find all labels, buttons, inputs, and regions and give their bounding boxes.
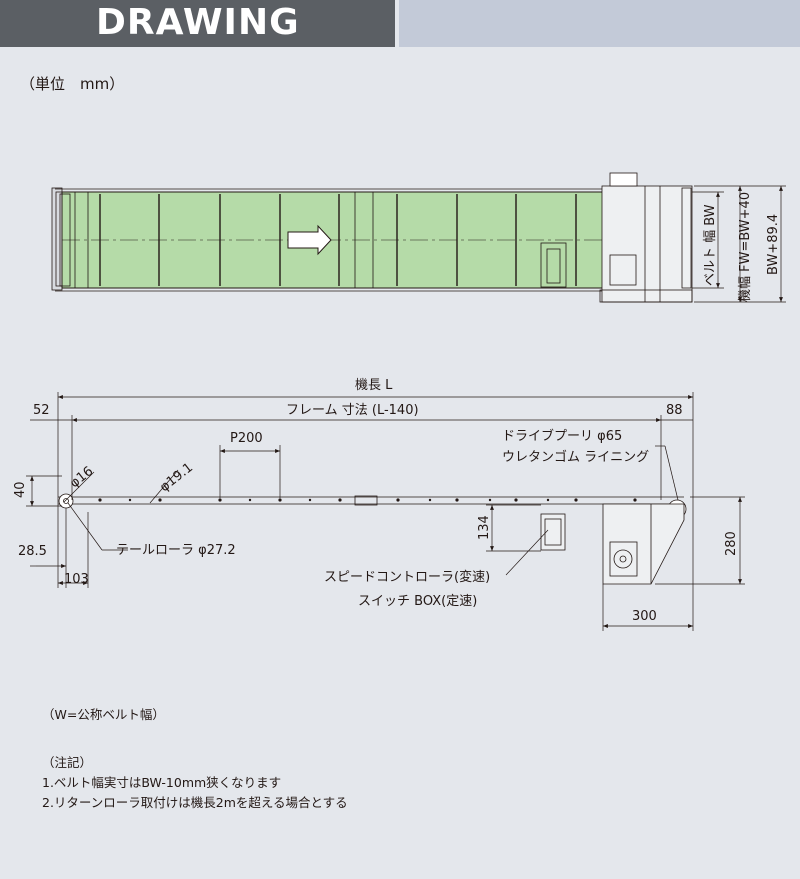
frame-width-label: 機幅 FW=BW+40 xyxy=(738,192,753,302)
header-light-bar xyxy=(399,0,800,47)
tail-roller-label: テールローラ φ27.2 xyxy=(116,543,236,558)
overall-width-label: BW+89.4 xyxy=(766,214,781,275)
frame-length-label: フレーム 寸法 (L-140) xyxy=(286,403,419,418)
top-view-dimensions xyxy=(692,185,786,303)
drive-unit-top xyxy=(601,185,693,303)
length-label: 機長 L xyxy=(355,378,393,393)
belt-width-label: ベルト 幅 BW xyxy=(703,204,718,286)
dim-103: 103 xyxy=(64,572,89,587)
pitch-label: P200 xyxy=(230,431,263,446)
speed-controller-box xyxy=(540,513,566,551)
dim-300: 300 xyxy=(632,609,657,624)
speed-controller-label: スピードコントローラ(変速) xyxy=(324,569,490,585)
top-view xyxy=(51,172,693,303)
side-view-dimensions xyxy=(26,392,745,631)
width-definition-note: （W=公称ベルト幅） xyxy=(42,707,165,722)
header-title: DRAWING xyxy=(96,2,300,43)
note-1: 1.ベルト幅実寸はBW-10mm狭くなります xyxy=(42,775,282,790)
section-header: DRAWING xyxy=(0,0,800,47)
dim-28-5: 28.5 xyxy=(18,544,47,559)
notes-heading: （注記） xyxy=(42,755,93,770)
unit-label: （単位 mm） xyxy=(20,75,125,93)
dim-52: 52 xyxy=(33,403,50,418)
side-view xyxy=(58,493,687,585)
dim-134: 134 xyxy=(477,515,492,540)
switch-box-top xyxy=(540,242,567,288)
frame-bolts xyxy=(98,498,637,502)
note-2: 2.リターンローラ取付けは機長2mを超える場合とする xyxy=(42,795,348,810)
switch-box-label: スイッチ BOX(定速) xyxy=(358,594,477,609)
dim-88: 88 xyxy=(666,403,683,418)
direction-arrow xyxy=(287,224,332,256)
phi19-label: φ19.1 xyxy=(157,460,196,495)
lining-label: ウレタンゴム ライニング xyxy=(502,449,649,465)
phi16-label: φ16 xyxy=(67,464,96,491)
drive-bracket xyxy=(602,503,685,585)
header-dark-bar xyxy=(0,0,395,47)
drive-pulley-label: ドライブプーリ φ65 xyxy=(502,428,622,444)
dim-40: 40 xyxy=(13,481,28,498)
dim-280: 280 xyxy=(724,531,739,556)
